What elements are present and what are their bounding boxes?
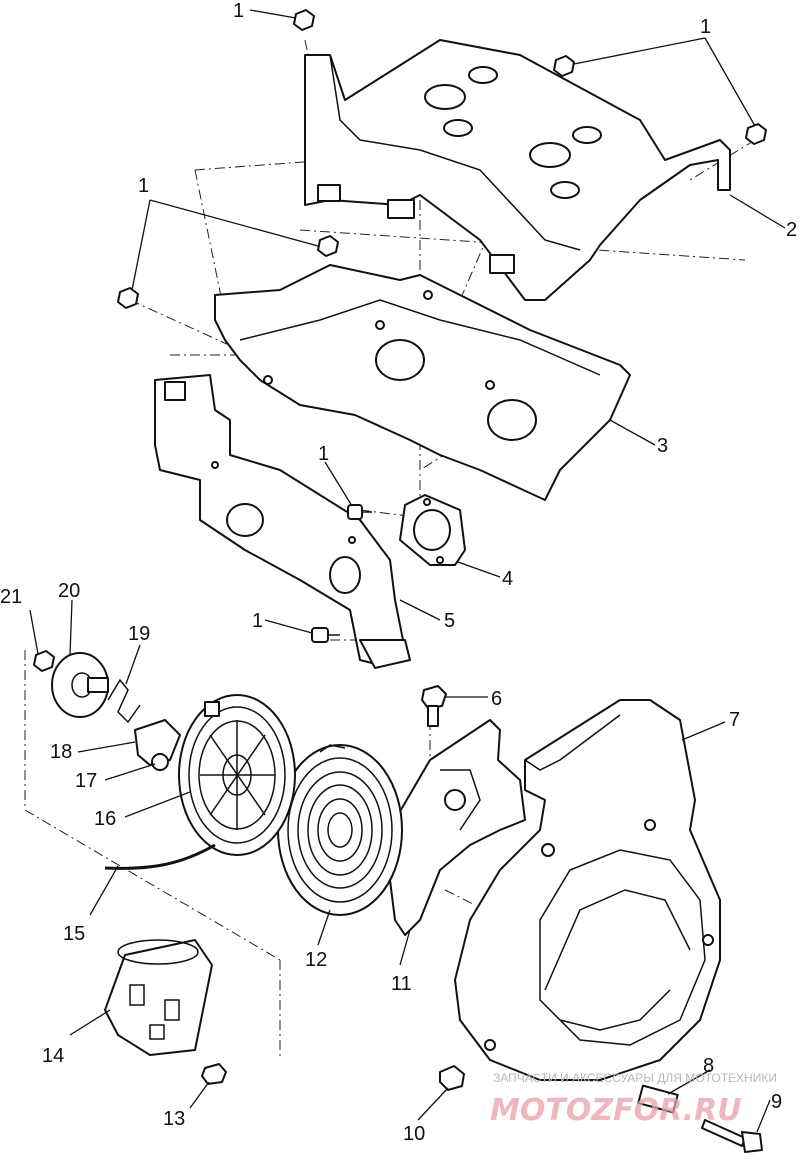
- callout-13: 13: [163, 1108, 185, 1130]
- nut-top: [293, 9, 315, 31]
- nut-right-a: [553, 55, 575, 77]
- heat-shield-lower: [214, 264, 631, 501]
- pawl: [134, 719, 181, 766]
- nut-21: [33, 650, 55, 672]
- fasteners: [117, 9, 767, 643]
- recoil-pulley: [178, 694, 296, 856]
- watermark: ЗАПЧАСТИ И АКСЕССУАРЫ ДЛЯ МОТОТЕХНИКИ MO…: [490, 1071, 777, 1128]
- bolt-lower: [311, 627, 340, 643]
- callout-18: 18: [50, 741, 72, 763]
- screw-13: [201, 1063, 227, 1085]
- callout-6: 6: [491, 688, 502, 710]
- callout-7: 7: [729, 709, 740, 731]
- callout-19: 19: [128, 623, 150, 645]
- recoil-spring: [277, 744, 403, 916]
- callout-16: 16: [94, 808, 116, 830]
- callout-1-top: 1: [233, 0, 244, 22]
- gasket: [399, 494, 466, 566]
- nut-left-b: [117, 287, 139, 309]
- callout-9: 9: [771, 1091, 782, 1113]
- callout-1-right: 1: [700, 16, 711, 38]
- callout-8: 8: [703, 1055, 714, 1077]
- bolt-6: [421, 685, 447, 727]
- spacer-8: [637, 1084, 679, 1114]
- callout-21: 21: [0, 586, 22, 608]
- callout-12: 12: [305, 949, 327, 971]
- side-bracket: [154, 374, 411, 669]
- bolt-9: [701, 1119, 763, 1153]
- callout-3: 3: [657, 435, 668, 457]
- callout-20: 20: [58, 580, 80, 602]
- friction-spring: [107, 678, 141, 724]
- callout-2: 2: [786, 219, 797, 241]
- callout-labels: 1 1 1 1 1 2 3 4 5 6 7 8 9 10 11 12 13 14…: [0, 0, 797, 1145]
- watermark-logo: MOTOZFOR.RU: [490, 1093, 742, 1128]
- callout-15: 15: [63, 923, 85, 945]
- handle-cup: [104, 939, 213, 1056]
- callout-4: 4: [502, 568, 513, 590]
- callout-1-left: 1: [138, 175, 149, 197]
- callout-10: 10: [403, 1123, 425, 1145]
- friction-plate: [51, 652, 109, 718]
- watermark-caption: ЗАПЧАСТИ И АКСЕССУАРЫ ДЛЯ МОТОТЕХНИКИ: [493, 1071, 777, 1085]
- fan-housing: [454, 699, 721, 1081]
- nut-right-b: [745, 123, 767, 145]
- leader-lines: [29, 9, 786, 1133]
- heat-shield-upper: [304, 39, 731, 301]
- bolt-mid: [347, 504, 372, 520]
- callout-17: 17: [75, 770, 97, 792]
- pawl-spring: [151, 753, 169, 771]
- nut-left-a: [317, 235, 339, 257]
- callout-1-lower: 1: [252, 610, 263, 632]
- callout-1-mid: 1: [318, 443, 329, 465]
- callout-11: 11: [391, 973, 412, 995]
- starter-bracket: [389, 719, 526, 936]
- nut-10: [439, 1065, 465, 1091]
- starter-rope: [104, 843, 216, 870]
- callout-5: 5: [444, 610, 455, 632]
- callout-14: 14: [42, 1045, 64, 1067]
